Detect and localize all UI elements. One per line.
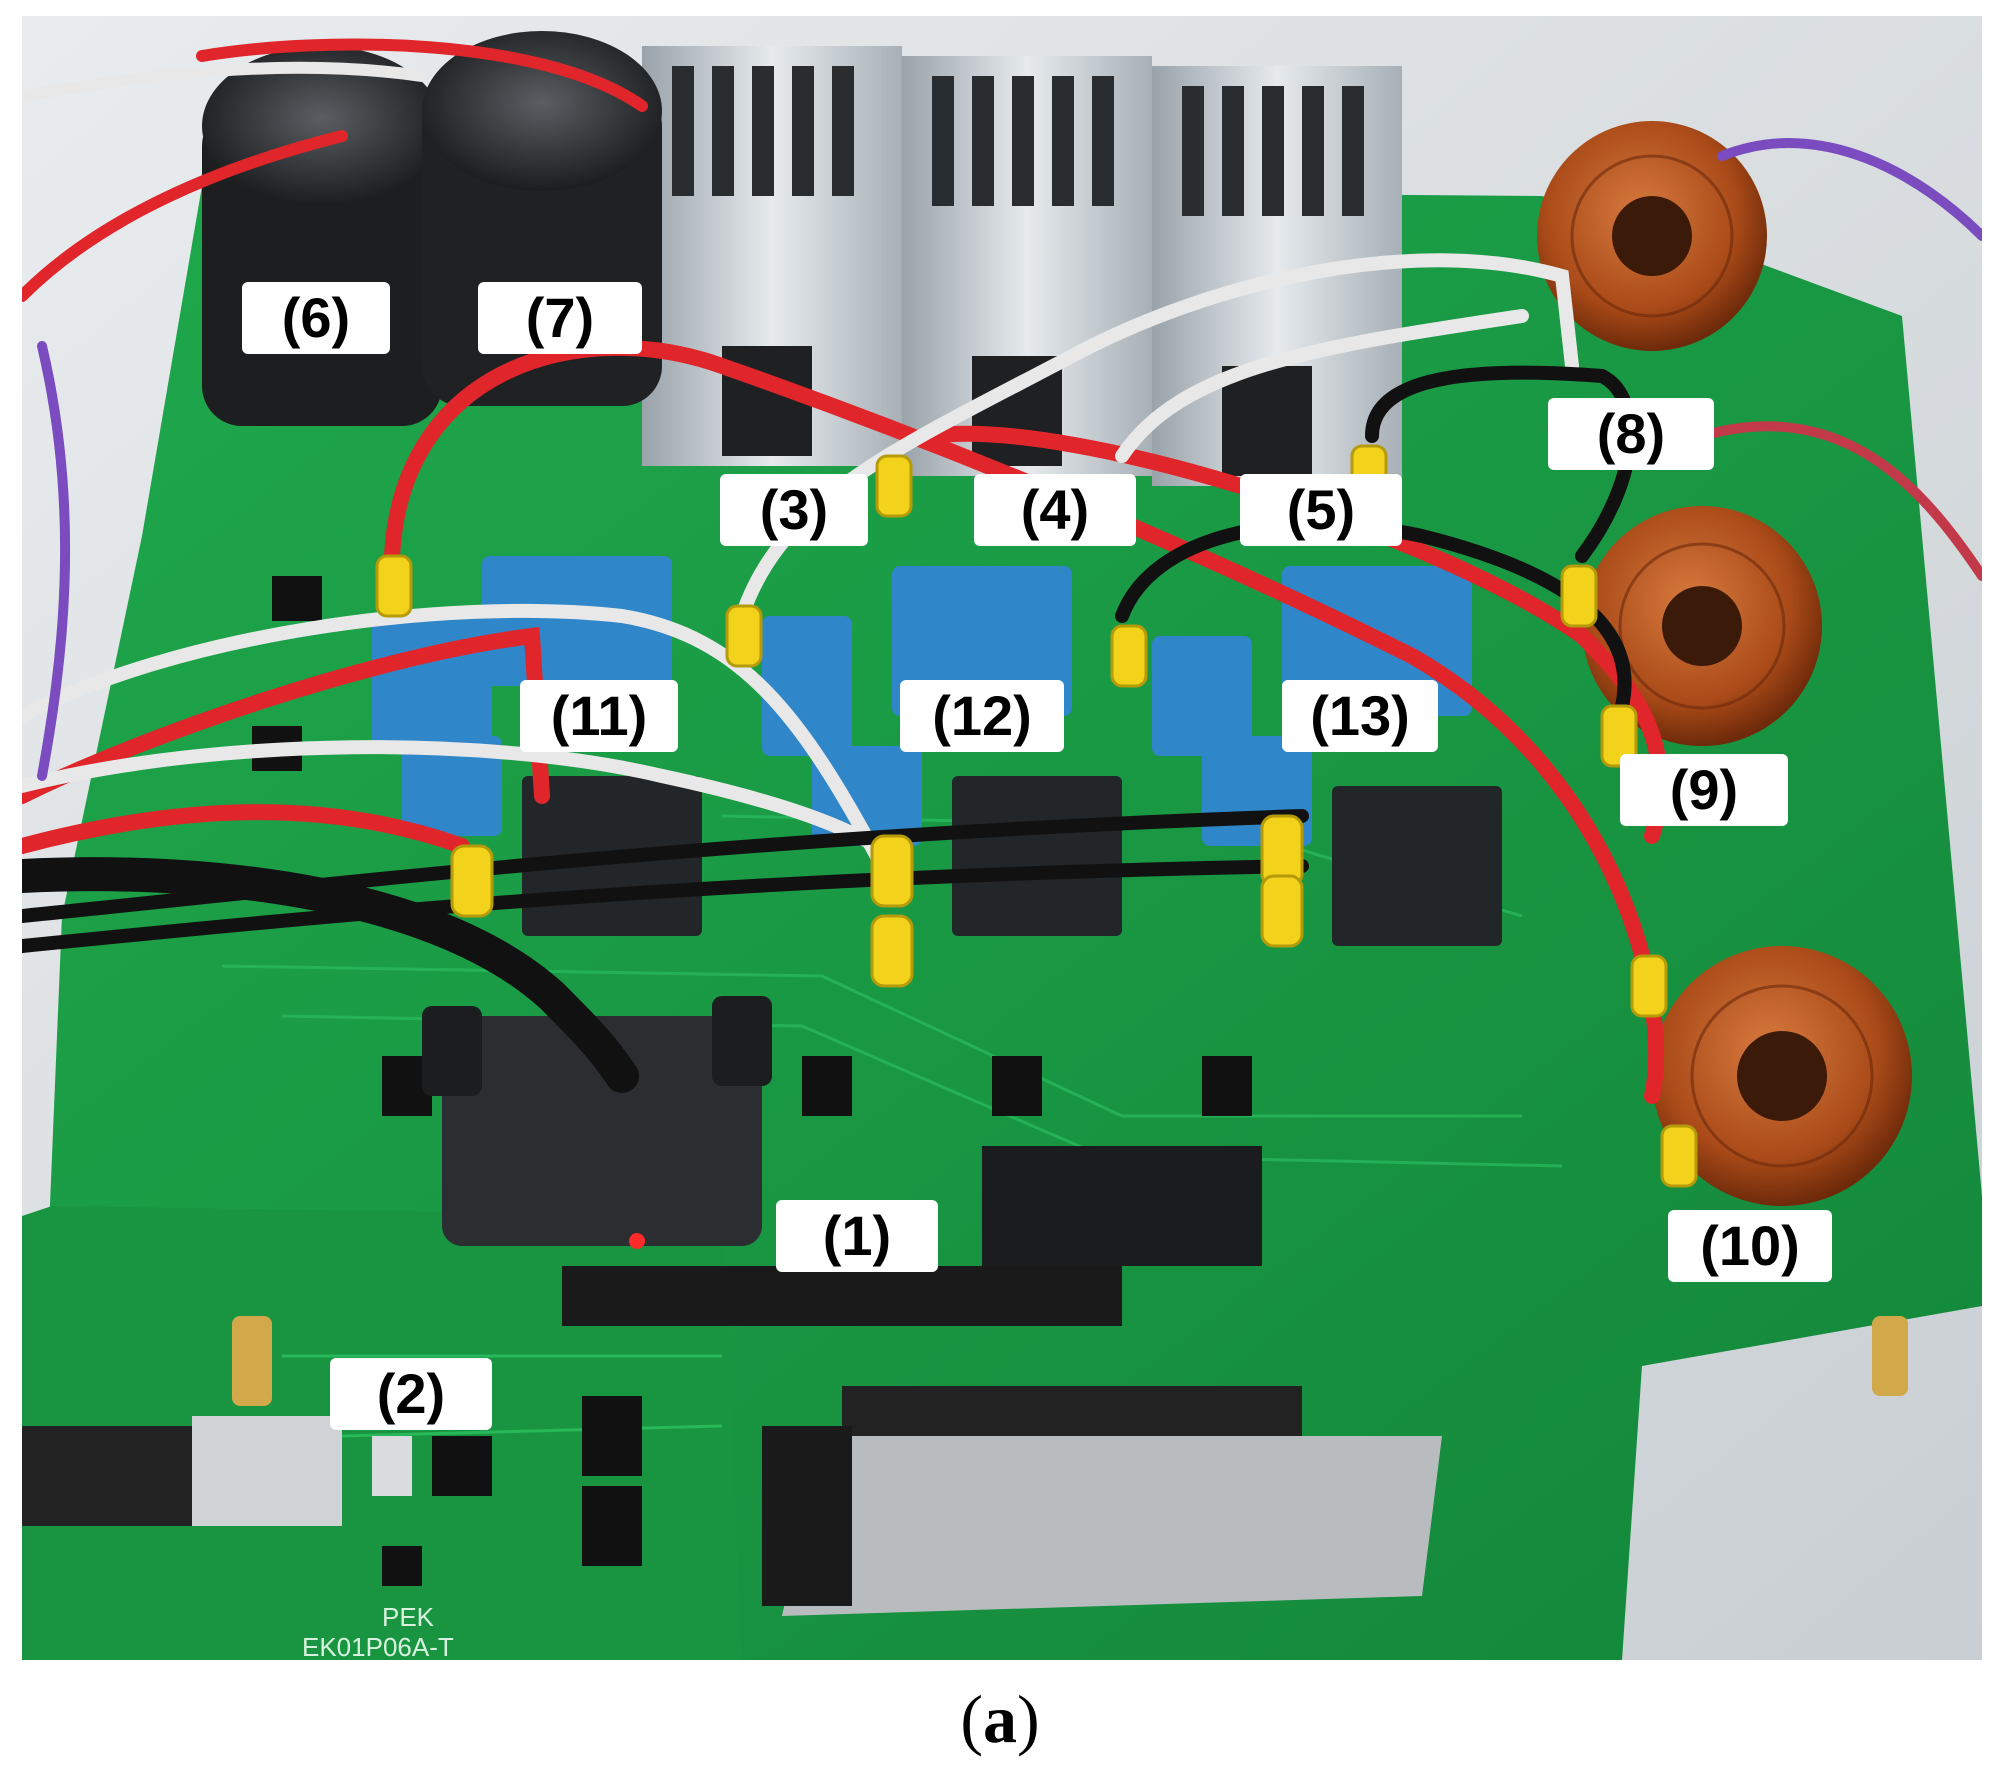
label-11: (11) <box>520 680 678 752</box>
caption-close: ) <box>1017 1681 1040 1757</box>
db9-connector <box>422 996 772 1249</box>
label-2: (2) <box>330 1358 492 1430</box>
photo: PEK EK01P06A-T <box>22 16 1982 1660</box>
dc-link-capacitors <box>202 31 662 426</box>
figure-caption: (a) <box>0 1680 2000 1759</box>
heat-sinks <box>642 46 1402 486</box>
label-7: (7) <box>478 282 642 354</box>
label-1: (1) <box>776 1200 938 1272</box>
label-5: (5) <box>1240 474 1402 546</box>
toroidal-inductors <box>1537 121 1912 1206</box>
label-13: (13) <box>1282 680 1438 752</box>
label-3: (3) <box>720 474 868 546</box>
label-10: (10) <box>1668 1210 1832 1282</box>
label-4: (4) <box>974 474 1136 546</box>
label-8: (8) <box>1548 398 1714 470</box>
label-12: (12) <box>900 680 1064 752</box>
label-6: (6) <box>242 282 390 354</box>
label-9: (9) <box>1620 754 1788 826</box>
caption-letter: a <box>983 1681 1017 1757</box>
caption-open: ( <box>960 1681 983 1757</box>
silkscreen-model: EK01P06A-T <box>302 1632 454 1660</box>
silkscreen-name: PEK <box>382 1602 435 1632</box>
ribbon-cable <box>782 1436 1442 1616</box>
